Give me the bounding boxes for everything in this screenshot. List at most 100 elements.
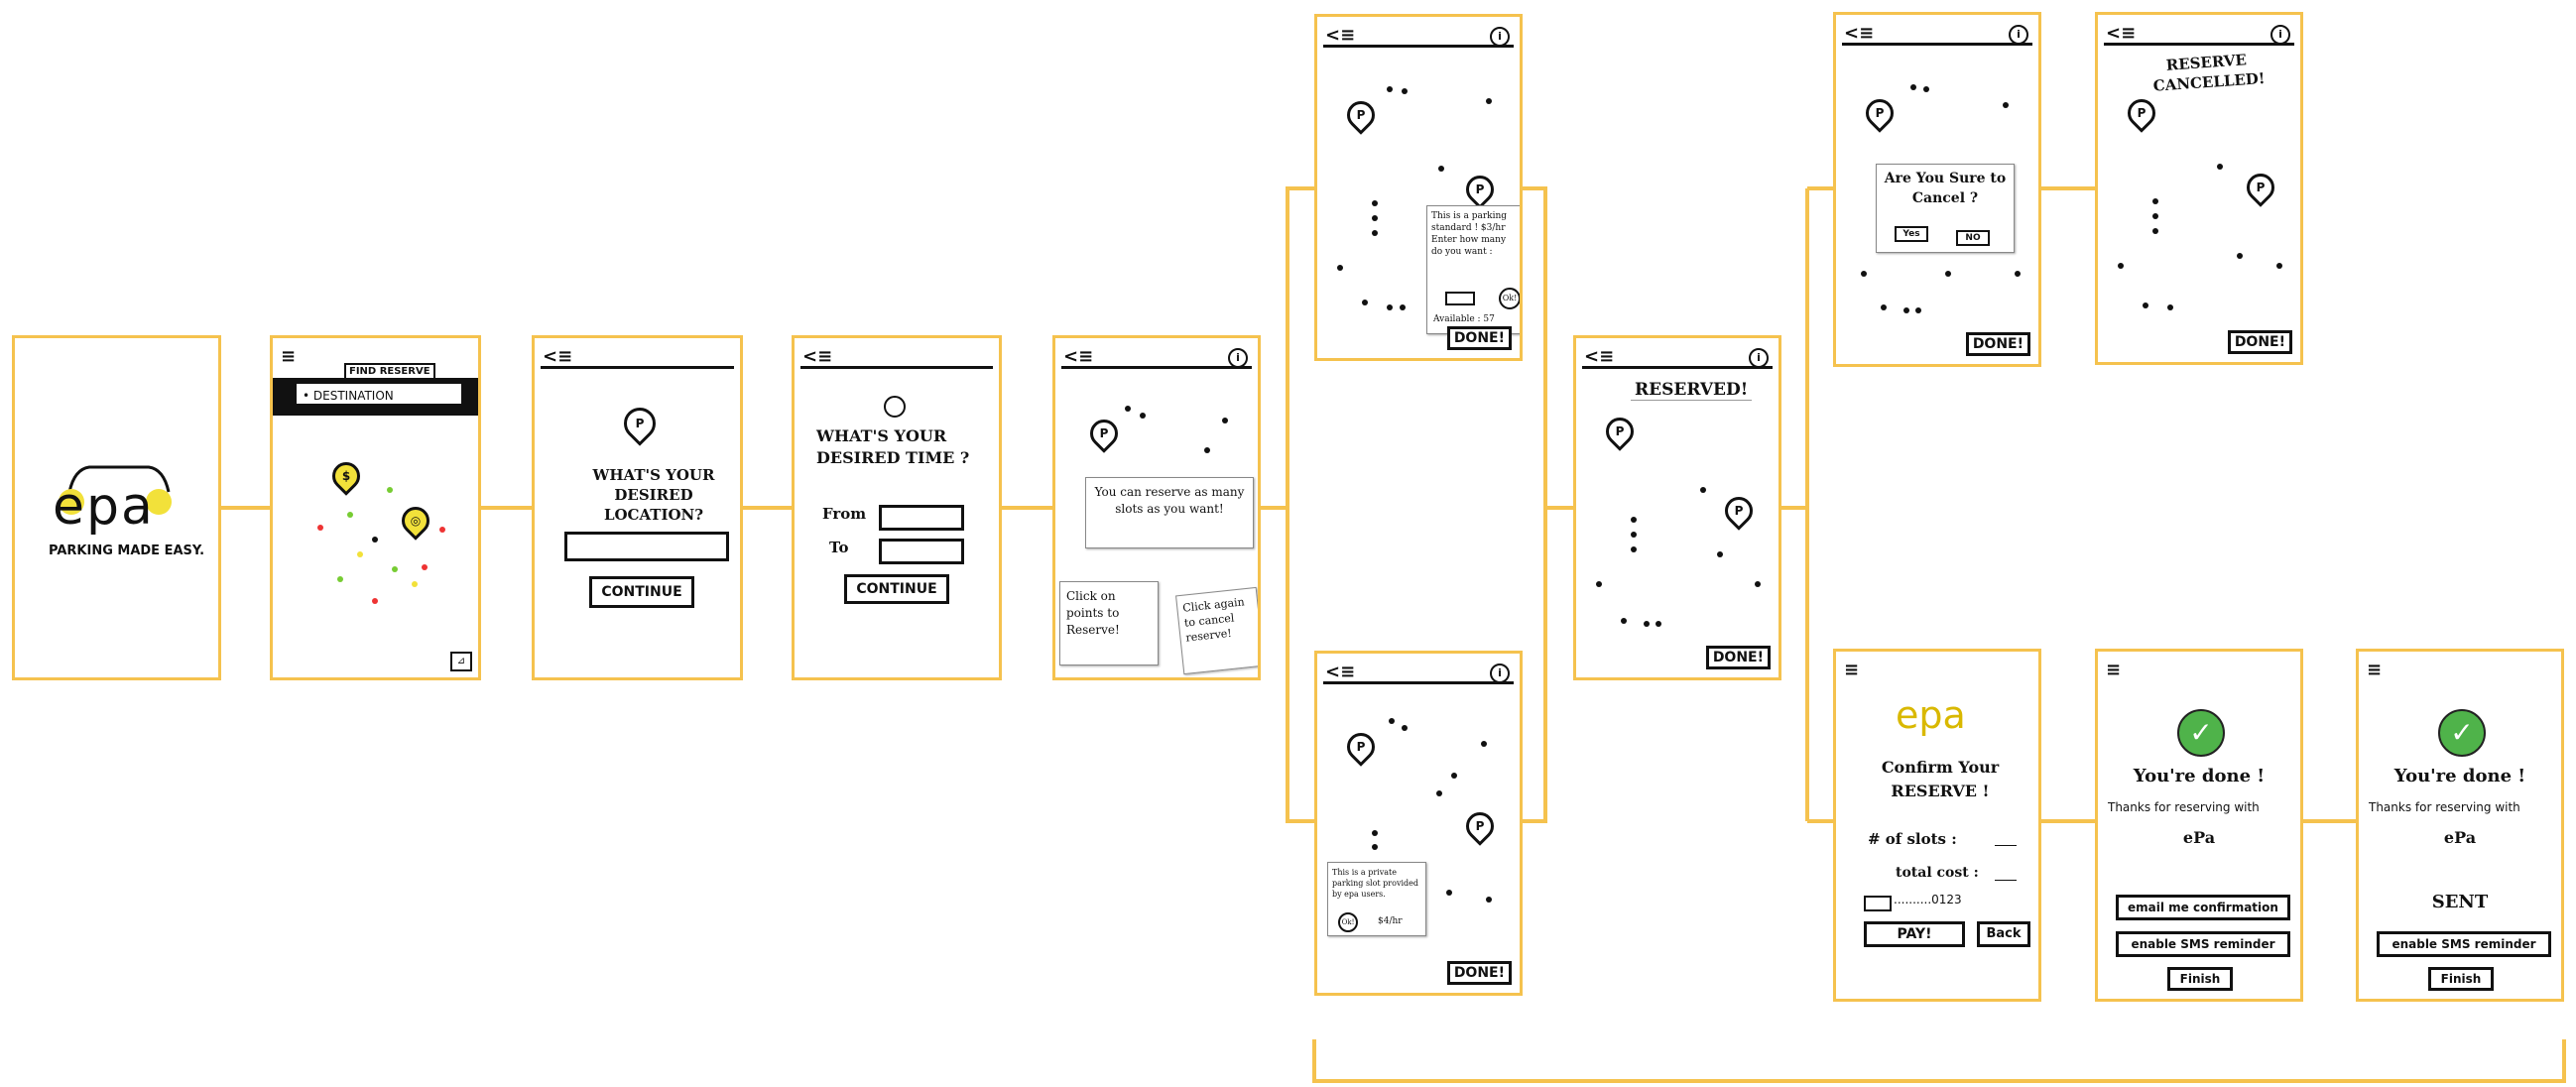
email-confirmation-button[interactable]: email me confirmation xyxy=(2116,895,2290,920)
back-menu-icon[interactable]: <≡ xyxy=(543,346,573,367)
map-dot[interactable] xyxy=(2152,198,2158,204)
back-menu-icon[interactable]: <≡ xyxy=(802,346,833,367)
map-dot[interactable] xyxy=(2167,304,2173,310)
map-dot[interactable] xyxy=(1910,84,1916,90)
map-dot[interactable] xyxy=(1402,725,1408,731)
continue-button[interactable]: CONTINUE xyxy=(589,576,694,608)
map-dot[interactable] xyxy=(1400,304,1406,310)
map-dot[interactable] xyxy=(1362,300,1368,305)
menu-icon[interactable]: ≡ xyxy=(2367,660,2383,680)
done-button[interactable]: DONE! xyxy=(1446,326,1512,350)
slot-count-input[interactable] xyxy=(1445,292,1475,305)
pin-icon[interactable]: P xyxy=(1460,170,1500,209)
pin-icon[interactable]: P xyxy=(2241,168,2280,207)
map-dot[interactable] xyxy=(1372,844,1378,850)
yellow-pin-icon[interactable]: ◎ xyxy=(396,501,435,541)
map-dot[interactable] xyxy=(1389,718,1395,724)
map-dot[interactable] xyxy=(2217,164,2223,170)
no-button[interactable]: NO xyxy=(1956,230,1990,246)
done-button[interactable]: DONE! xyxy=(2227,330,2292,354)
menu-icon[interactable]: ≡ xyxy=(2106,660,2122,680)
map-dot[interactable] xyxy=(2143,302,2148,308)
back-menu-icon[interactable]: <≡ xyxy=(2106,23,2137,44)
map-dot[interactable] xyxy=(1387,86,1393,92)
map-dot[interactable] xyxy=(1631,546,1637,552)
map-dot[interactable] xyxy=(1222,418,1228,423)
info-icon[interactable]: i xyxy=(2270,25,2290,45)
map-dot[interactable] xyxy=(1656,621,1661,627)
back-menu-icon[interactable]: <≡ xyxy=(1325,662,1356,682)
map-dot[interactable] xyxy=(1717,551,1723,557)
map-dot[interactable] xyxy=(1481,741,1487,747)
from-input[interactable] xyxy=(879,505,964,531)
info-icon[interactable]: i xyxy=(1749,348,1769,368)
pin-icon[interactable]: P xyxy=(2122,93,2161,133)
map-dot[interactable] xyxy=(1446,890,1452,896)
map-dot[interactable] xyxy=(1903,307,1909,313)
map-dot[interactable] xyxy=(1486,98,1492,104)
continue-button[interactable]: CONTINUE xyxy=(844,574,949,604)
map-dot[interactable] xyxy=(2237,253,2243,259)
back-menu-icon[interactable]: <≡ xyxy=(1844,23,1875,44)
map-dot[interactable] xyxy=(1881,304,1887,310)
finish-button[interactable]: Finish xyxy=(2167,967,2233,991)
pay-button[interactable]: PAY! xyxy=(1864,921,1965,947)
map-dot[interactable] xyxy=(2276,263,2282,269)
map-dot[interactable] xyxy=(2003,102,2009,108)
map-dot[interactable] xyxy=(1125,406,1131,412)
location-input[interactable] xyxy=(564,532,729,561)
map-dot[interactable] xyxy=(2152,213,2158,219)
map-dot[interactable] xyxy=(1486,897,1492,903)
map-dot[interactable] xyxy=(1337,265,1343,271)
map-dot[interactable] xyxy=(1372,215,1378,221)
menu-icon[interactable]: ≡ xyxy=(281,346,297,367)
map-dot[interactable] xyxy=(1700,487,1706,493)
pin-icon[interactable]: P xyxy=(1084,414,1124,453)
slots-field[interactable] xyxy=(1995,845,2017,846)
info-icon[interactable]: i xyxy=(1490,27,1510,47)
map-dot[interactable] xyxy=(1631,517,1637,523)
pin-icon[interactable]: P xyxy=(1860,93,1900,133)
ok-button[interactable]: Ok! xyxy=(1499,288,1520,309)
pin-icon[interactable]: P xyxy=(1341,727,1381,767)
pin-icon[interactable]: P xyxy=(1341,95,1381,135)
done-button[interactable]: DONE! xyxy=(1965,332,2030,356)
pin-icon[interactable]: P xyxy=(1460,806,1500,846)
map-dot[interactable] xyxy=(1644,621,1650,627)
back-menu-icon[interactable]: <≡ xyxy=(1584,346,1615,367)
finish-button[interactable]: Finish xyxy=(2428,967,2494,991)
map-dot[interactable] xyxy=(1915,307,1921,313)
sms-reminder-button[interactable]: enable SMS reminder xyxy=(2116,931,2290,957)
map-dot[interactable] xyxy=(1861,271,1867,277)
map-dot[interactable] xyxy=(1451,773,1457,779)
done-button[interactable]: DONE! xyxy=(1446,961,1512,985)
ok-button[interactable]: Ok! xyxy=(1338,912,1358,932)
map-dot[interactable] xyxy=(1923,86,1929,92)
info-icon[interactable]: i xyxy=(2009,25,2028,45)
menu-icon[interactable]: ≡ xyxy=(1844,660,1860,680)
map-dot[interactable] xyxy=(1438,166,1444,172)
info-icon[interactable]: i xyxy=(1490,664,1510,683)
pin-icon[interactable]: P xyxy=(1719,491,1759,531)
map-dot[interactable] xyxy=(1372,200,1378,206)
map-dot[interactable] xyxy=(1945,271,1951,277)
map-dot[interactable] xyxy=(1436,790,1442,796)
map-dot[interactable] xyxy=(1621,618,1627,624)
map-dot[interactable] xyxy=(1204,447,1210,453)
back-menu-icon[interactable]: <≡ xyxy=(1325,25,1356,46)
map-dot[interactable] xyxy=(1387,304,1393,310)
pin-icon[interactable]: P xyxy=(1600,412,1640,451)
yes-button[interactable]: Yes xyxy=(1895,226,1928,242)
destination-input[interactable]: • DESTINATION xyxy=(295,382,463,406)
info-icon[interactable]: i xyxy=(1228,348,1248,368)
map-dot[interactable] xyxy=(2118,263,2124,269)
sms-reminder-button[interactable]: enable SMS reminder xyxy=(2377,931,2551,957)
to-input[interactable] xyxy=(879,539,964,564)
done-button[interactable]: DONE! xyxy=(1705,646,1771,669)
back-button[interactable]: Back xyxy=(1977,921,2030,947)
back-menu-icon[interactable]: <≡ xyxy=(1063,346,1094,367)
map-dot[interactable] xyxy=(2015,271,2021,277)
location-icon[interactable]: ⊿ xyxy=(450,652,472,671)
map-dot[interactable] xyxy=(1596,581,1602,587)
map-dot[interactable] xyxy=(1755,581,1761,587)
